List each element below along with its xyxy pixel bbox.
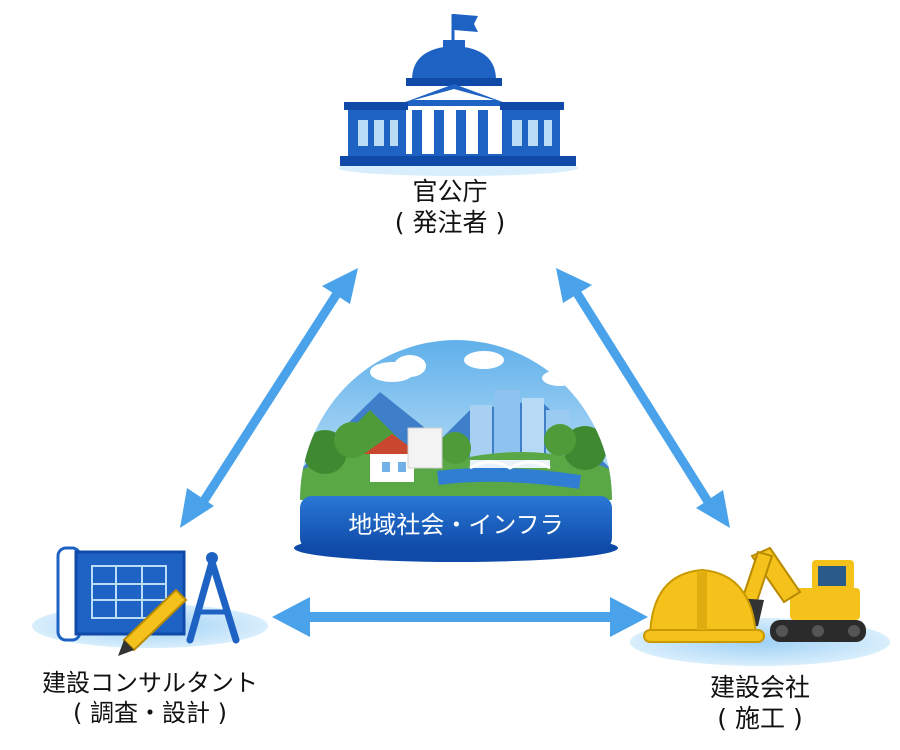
center-label-band bbox=[300, 496, 612, 550]
blueprint-compass-icon bbox=[32, 546, 268, 656]
consultant-name: 建設コンサルタント bbox=[42, 669, 258, 697]
government-building-icon bbox=[338, 14, 578, 176]
consultant-label: 建設コンサルタント ( 調査・設計 ) bbox=[0, 668, 300, 728]
arrowhead bbox=[322, 268, 358, 304]
arrow-gov-contractor bbox=[556, 268, 730, 528]
arrowhead bbox=[180, 488, 214, 528]
arrowhead bbox=[556, 268, 592, 303]
government-name: 官公庁 bbox=[412, 177, 488, 206]
government-role: ( 発注者 ) bbox=[394, 208, 506, 238]
contractor-name: 建設会社 bbox=[709, 673, 810, 702]
consultant-role: ( 調査・設計 ) bbox=[73, 699, 227, 727]
government-label: 官公庁 ( 発注者 ) bbox=[350, 176, 550, 239]
arrowhead bbox=[610, 597, 648, 637]
excavator-helmet-icon bbox=[630, 546, 890, 666]
contractor-label: 建設会社 ( 施工 ) bbox=[660, 672, 860, 735]
arrowhead bbox=[272, 597, 310, 637]
center-label: 地域社会・インフラ bbox=[348, 511, 564, 539]
contractor-role: ( 施工 ) bbox=[717, 704, 803, 734]
arrowhead bbox=[696, 490, 730, 528]
arrow-consultant-contractor bbox=[272, 597, 648, 637]
arrow-gov-consultant bbox=[180, 268, 358, 528]
